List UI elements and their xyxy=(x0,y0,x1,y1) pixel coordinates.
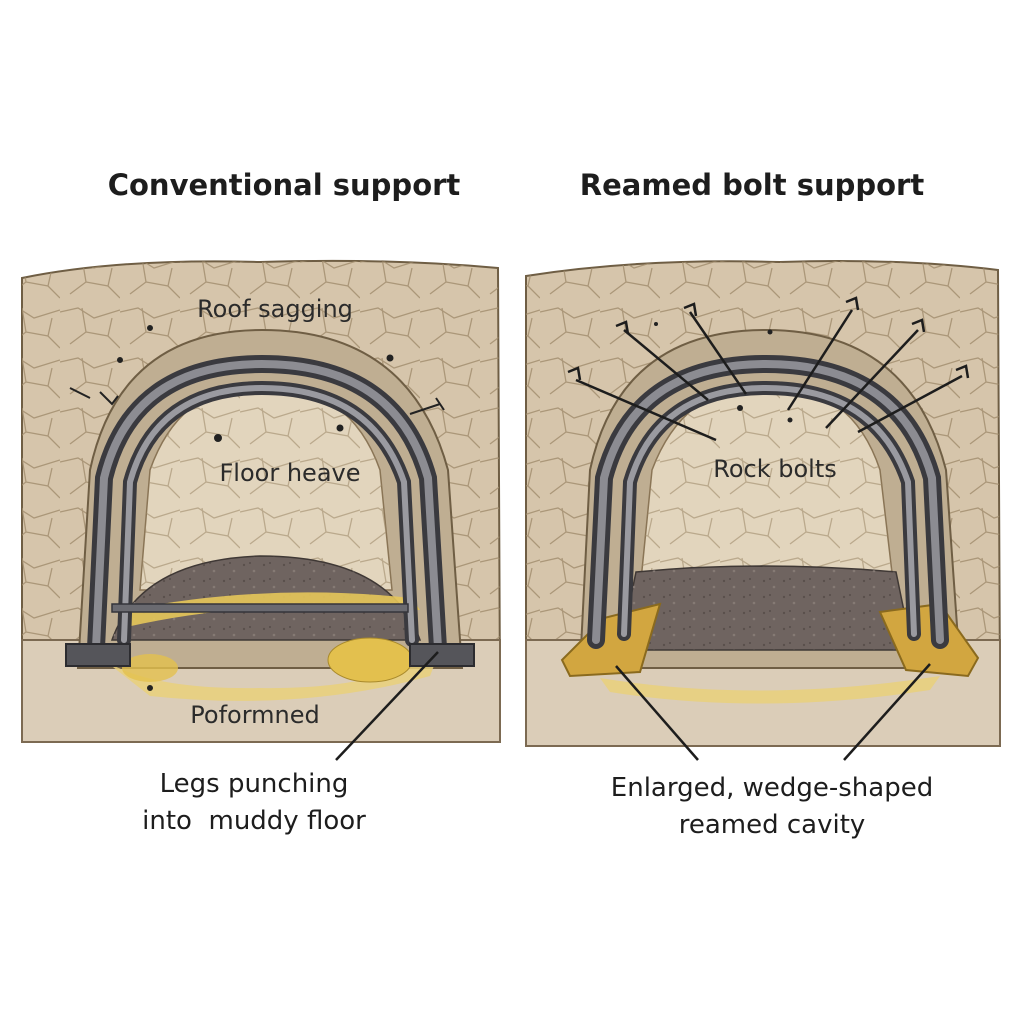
left-deformation-marks xyxy=(69,325,445,691)
left-panel-title: Conventional support xyxy=(107,168,461,202)
left-panel-drawing xyxy=(21,259,502,761)
left-foot-plate-right xyxy=(409,643,475,667)
right-steel-arch xyxy=(587,354,949,649)
left-caption: Legs punching into muddy floor xyxy=(54,766,454,840)
label-roof-sagging: Roof sagging xyxy=(197,295,353,323)
right-panel-title: Reamed bolt support xyxy=(579,168,925,202)
right-caption-leader-left xyxy=(615,665,699,761)
left-caption-line-1: Legs punching xyxy=(159,769,349,799)
left-foot-plate-left xyxy=(65,643,131,667)
right-caption-line-1: Enlarged, wedge-shaped xyxy=(610,773,934,803)
label-poformned: Poformned xyxy=(190,701,320,729)
rock-bolts xyxy=(567,296,970,442)
left-mud-band xyxy=(118,592,420,628)
right-caption-leader-right xyxy=(843,663,931,761)
left-steel-arch xyxy=(87,354,447,657)
left-caption-line-2: into muddy floor xyxy=(142,806,366,836)
right-panel-drawing xyxy=(525,260,1002,761)
right-caption: Enlarged, wedge-shaped reamed cavity xyxy=(572,770,972,844)
right-caption-line-2: reamed cavity xyxy=(678,810,866,840)
left-caption-leader xyxy=(335,651,439,761)
label-rock-bolts: Rock bolts xyxy=(713,455,837,483)
label-floor-heave: Floor heave xyxy=(219,459,361,487)
